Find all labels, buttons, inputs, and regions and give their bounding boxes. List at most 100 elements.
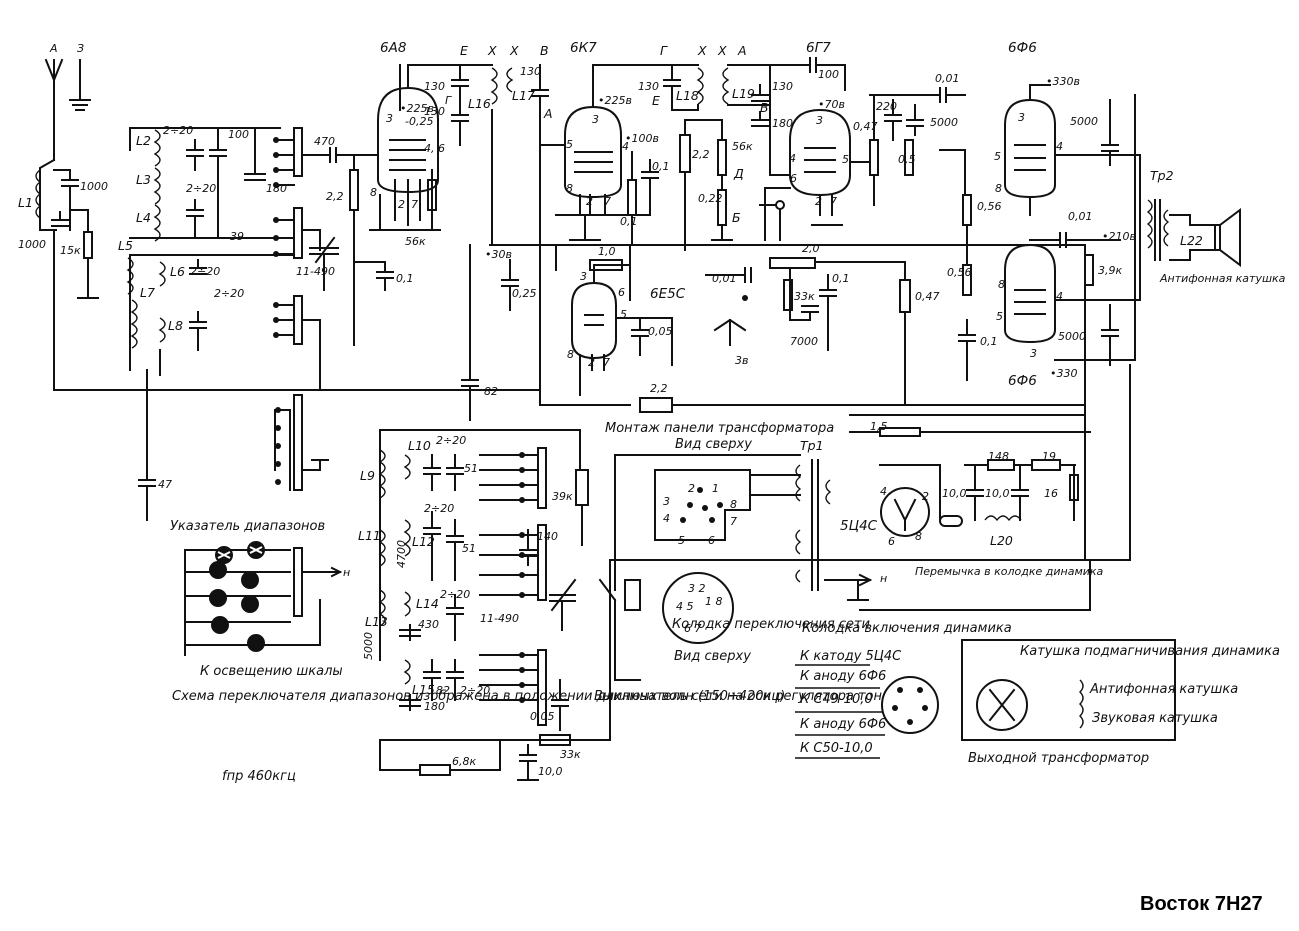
pin-d: Д	[733, 166, 744, 181]
k-c50: К С50-10,0	[800, 741, 873, 756]
pin-a1: А	[543, 106, 553, 121]
cap-140: 140	[537, 530, 558, 543]
res-0-1: 0,1	[620, 215, 638, 228]
cap-130d: 130	[638, 80, 659, 93]
coil-l20: L20	[990, 533, 1013, 548]
res-39k: 39к	[552, 490, 573, 503]
out-trans-label: Выходной трансформатор	[968, 751, 1149, 766]
jumper-label: Перемычка в колодке динамика	[915, 565, 1104, 578]
pin-a2: А	[737, 43, 747, 58]
pin-x1: Х	[487, 43, 497, 58]
res-0-47b: 0,47	[915, 290, 940, 303]
tr2-label: Тр2	[1150, 168, 1174, 183]
pin-6c: 6	[790, 172, 797, 185]
pin-2-panel: 2	[688, 482, 695, 495]
cap-430: 430	[418, 618, 439, 631]
coil-l10: L10	[408, 438, 431, 453]
output-stage: 6Ф6 0,01 0,47 220 5000 0,5 0,56 0,56 •33…	[853, 40, 1141, 389]
cap-2-20f: 2÷20	[424, 502, 454, 515]
pin-v2: В	[760, 100, 769, 115]
cap-10a: 10,0	[942, 487, 967, 500]
tube-6e5s: 6Е5С 3 6 5 8 2 7 1,0 0,05	[555, 244, 691, 396]
plug-pin-6: 6 7	[684, 622, 702, 635]
pin-6-panel: 6	[708, 534, 715, 547]
tube-5c4s-label: 5Ц4С	[840, 518, 878, 534]
v-025: -0,25	[405, 115, 433, 128]
cap-5000c: 5000	[1058, 330, 1086, 343]
tube-6a8-label: 6А8	[380, 40, 406, 56]
res-19: 19	[1042, 450, 1056, 463]
cap-39: 39	[230, 230, 244, 243]
antenna-label: А	[49, 42, 58, 55]
pin-7c: 7	[830, 195, 837, 208]
tube-6a8: 6А8 3 8 4, 6 2 7 •225в -0,25 2,2 0,1 56к	[326, 40, 461, 346]
pin-7d: 7	[603, 356, 610, 369]
cap-100a: 100	[228, 128, 249, 141]
cap-0-1b: 0,1	[652, 160, 670, 173]
coil-l17: L17	[512, 88, 535, 103]
range-switch-1: 470 11-490	[273, 127, 381, 391]
pin-3d: 3	[580, 270, 587, 283]
tube-6g7-label: 6Г7	[806, 40, 831, 56]
agc-network: •30в 0,25 82 2,2	[461, 144, 1086, 421]
coil-l5: L5	[118, 238, 133, 253]
res-15k: 15к	[60, 244, 81, 257]
cap-11-490a: 11-490	[296, 265, 335, 278]
cap-0-25: 0,25	[512, 287, 537, 300]
anti-coil-label: Антифонная катушка	[1089, 682, 1238, 697]
scale-light-label: К освещению шкалы	[200, 664, 343, 679]
res-0-56a: 0,56	[977, 200, 1002, 213]
sound-coil-label: Звуковая катушка	[1092, 711, 1218, 726]
pin-b: Б	[732, 210, 741, 225]
coil-l19: L19	[732, 86, 755, 101]
coil-l12: L12	[412, 534, 435, 549]
out-trans-detail: Катушка подмагничивания динамика Антифон…	[961, 639, 1280, 766]
pin-8a: 8	[370, 186, 377, 199]
cap-1000a: 1000	[80, 180, 108, 193]
tube-6g7: 6Г7 100 •70в 3 4 5 6 2 7	[759, 40, 871, 241]
cap-130a: 130	[424, 80, 445, 93]
n-label-1: н	[880, 572, 887, 585]
pin-2c: 2	[815, 195, 822, 208]
pin-3b: 3	[592, 113, 599, 126]
cap-5000a: 5000	[930, 116, 958, 129]
plug-pin-4: 4 5	[676, 600, 694, 613]
coil-l22: L22	[1180, 233, 1203, 248]
pin-5c: 5	[842, 153, 849, 166]
cap-2-20b: 2÷20	[186, 182, 216, 195]
pin-4-6a: 4, 6	[424, 142, 445, 155]
pin-5-panel: 5	[678, 534, 685, 547]
cap-47: 47	[158, 478, 172, 491]
coil-l7: L7	[140, 285, 155, 300]
tr1-label: Тр1	[800, 438, 824, 453]
cap-4700: 4700	[395, 540, 408, 568]
dyn-plug: Колодка включения динамика К катоду 5Ц4С…	[795, 621, 1012, 759]
pin-g1: Г	[445, 94, 452, 107]
pin-3c: 3	[816, 114, 823, 127]
v-70: •70в	[818, 98, 845, 111]
res-56k-b: 56к	[732, 140, 753, 153]
antenna-section: А З L1 1000 1000 15к	[18, 42, 108, 391]
tube-6f6b-label: 6Ф6	[1008, 373, 1037, 389]
pin-x2: Х	[509, 43, 519, 58]
cap-180b: 180	[772, 117, 793, 130]
switch-note: Схема переключателя диапазонов изображен…	[172, 689, 785, 704]
pin-v1: В	[540, 43, 549, 58]
pin-8g: 8	[915, 530, 922, 543]
pin-4g: 4	[880, 485, 887, 498]
v-30: •30в	[485, 248, 512, 261]
res-3-9k: 3,9к	[1098, 264, 1122, 277]
net-plug: 3 2 4 5 1 8 6 7 Колодка переключения сет…	[594, 572, 890, 704]
page-title: Восток 7Н27	[1140, 893, 1263, 915]
cap-2-20a: 2÷20	[163, 124, 193, 137]
pin-6d: 6	[618, 286, 625, 299]
coil-l9: L9	[360, 468, 375, 483]
v-3: 3в	[735, 354, 748, 367]
plug-net-label: Колодка переключения сети	[672, 617, 870, 632]
pin-7a: 7	[411, 198, 418, 211]
cap-2-20h: 2÷20	[460, 684, 490, 697]
cap-0-01c: 0,01	[712, 272, 737, 285]
coil-l14: L14	[416, 596, 439, 611]
pin-2g: 2	[922, 490, 929, 503]
cap-470: 470	[314, 135, 335, 148]
